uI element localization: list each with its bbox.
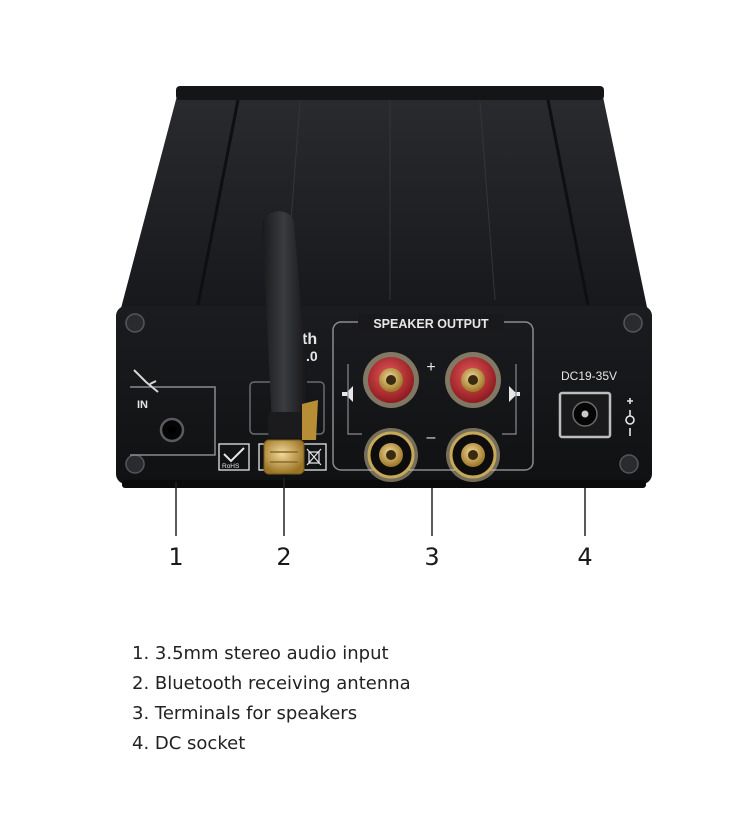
panel-brand-text: th (302, 331, 317, 348)
screws (125, 313, 643, 474)
callout-number-4: 4 (577, 543, 593, 571)
callout-number-2: 2 (276, 543, 292, 571)
terminal-bracket-right (502, 364, 517, 435)
dc-label: DC19-35V (561, 369, 617, 383)
dc-socket-section: DC19-35V (558, 369, 635, 439)
dc-socket-pin (581, 410, 589, 418)
speaker-right-icon (509, 386, 520, 402)
antenna (262, 211, 318, 475)
terminal-hole (386, 375, 396, 385)
screw (623, 313, 643, 333)
callout-lines (175, 478, 586, 536)
antenna-body (262, 211, 310, 424)
checkmark-icon (223, 447, 245, 463)
antenna-gold-bracket (302, 400, 318, 440)
black-terminal-left (364, 428, 418, 482)
antenna-gold-connector (263, 439, 305, 475)
legend-item: 1. 3.5mm stereo audio input (132, 643, 389, 664)
terminal-hole (468, 450, 478, 460)
callout-number-3: 3 (424, 543, 440, 571)
rohs-mark (218, 443, 250, 471)
chassis-top (120, 92, 648, 312)
audio-jack-hole (168, 426, 176, 434)
legend-list: 1. 3.5mm stereo audio input 2. Bluetooth… (132, 639, 411, 759)
panel-version-text: .0 (306, 348, 318, 364)
chassis-brush-line (479, 101, 496, 301)
input-label: IN (137, 399, 148, 411)
dc-polarity-icon (625, 398, 635, 436)
black-terminal-right (446, 428, 500, 482)
legend-item: 2. Bluetooth receiving antenna (132, 673, 411, 694)
chassis-groove (196, 99, 240, 306)
red-terminal-left (363, 352, 419, 408)
speaker-output-section: SPEAKER OUTPUT + – (332, 314, 534, 482)
audio-plug-icon (133, 369, 159, 393)
screw (619, 454, 639, 474)
plus-sign: + (426, 359, 435, 376)
audio-input: IN (130, 369, 216, 456)
chassis-rim (176, 86, 604, 100)
front-panel-bottom-edge (122, 480, 646, 488)
audio-input-frame (130, 386, 216, 456)
red-terminal-right (445, 352, 501, 408)
legend-item: 3. Terminals for speakers (132, 703, 358, 724)
terminal-hole (386, 450, 396, 460)
terminal-bracket-left (347, 364, 362, 435)
antenna-hinge (268, 412, 312, 438)
speaker-output-label: SPEAKER OUTPUT (373, 317, 489, 331)
speaker-label-gap (358, 314, 504, 330)
chassis-groove (546, 99, 590, 306)
legend-item: 4. DC socket (132, 733, 246, 754)
terminal-hole (468, 375, 478, 385)
crossed-bin-icon (306, 448, 322, 466)
callout-number-1: 1 (168, 543, 184, 571)
screw (125, 313, 145, 333)
screw (125, 454, 145, 474)
cert-rohs-text: RoHS (222, 463, 240, 470)
minus-sign: – (427, 429, 436, 446)
